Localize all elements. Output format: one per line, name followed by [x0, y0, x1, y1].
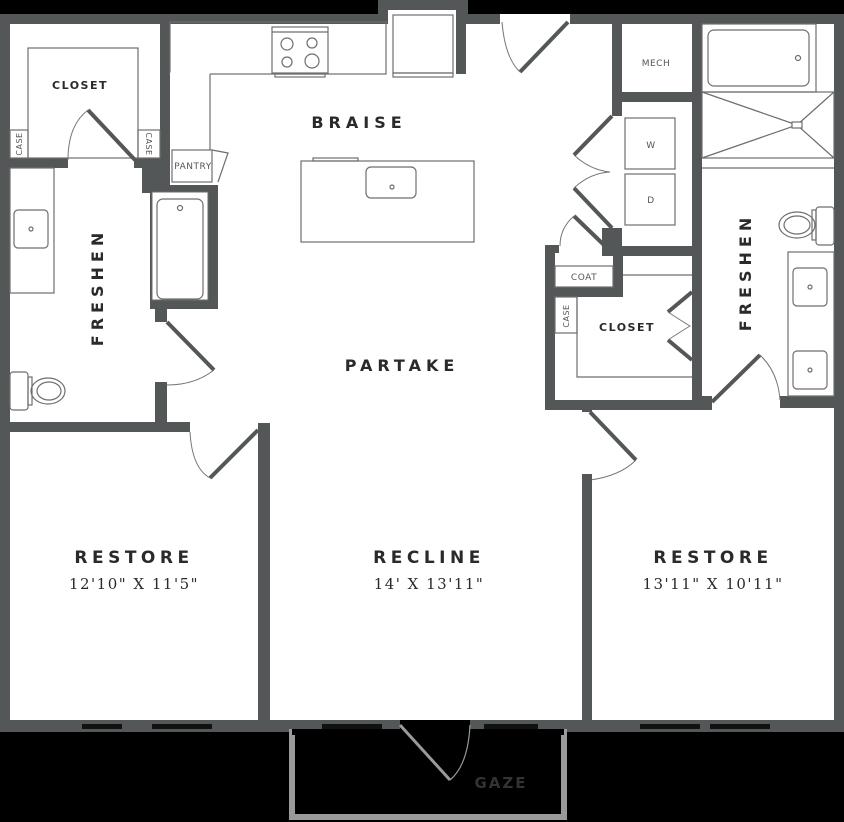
bedroom-right-dimensions: 13'11" X 10'11": [642, 575, 783, 593]
closet-left-door[interactable]: [86, 108, 137, 162]
right-bedroom-wall: [582, 408, 592, 723]
left-bedroom-wall: [258, 423, 270, 723]
washer-label: W: [646, 141, 655, 151]
right-sink-2: [792, 350, 828, 390]
right-closet-walls: [545, 230, 712, 410]
bedroom-left-dimensions: 12'10" X 11'5": [69, 575, 199, 593]
right-bath-door[interactable]: [710, 353, 762, 404]
stove: [271, 26, 329, 78]
living-label: RECLINE: [373, 548, 485, 568]
case-left-2: [137, 129, 161, 159]
left-bathtub: [150, 185, 218, 309]
kitchen-island: [300, 157, 475, 243]
washer: [624, 117, 676, 170]
dryer-label: D: [647, 196, 654, 206]
refrigerator: [392, 14, 454, 78]
shower: [701, 91, 835, 169]
left-sink: [13, 209, 49, 249]
closet-shelf: [27, 47, 139, 159]
pantry-label: PANTRY: [174, 162, 211, 172]
left-bedroom-top-wall: [8, 422, 190, 432]
balcony: [289, 723, 567, 820]
coat-closet-door[interactable]: [572, 214, 606, 247]
coat-closet: [554, 265, 614, 288]
windows: [82, 724, 770, 729]
dining-label: PARTAKE: [345, 356, 460, 375]
right-vanity: [787, 251, 835, 397]
right-sink-1: [792, 267, 828, 307]
bath-left-label: FRESHEN: [88, 228, 107, 346]
case-left-1-label: CASE: [15, 132, 24, 155]
right-closet-door-2[interactable]: [666, 338, 694, 362]
left-vanity: [9, 167, 55, 294]
island-sink: [365, 166, 417, 199]
laundry-door-1[interactable]: [572, 114, 614, 157]
right-toilet: [778, 206, 835, 246]
bedroom-right-label: RESTORE: [653, 548, 772, 568]
mech-label: MECH: [642, 59, 671, 69]
living-dimensions: 14' X 13'11": [374, 575, 485, 593]
closet-right-label: CLOSET: [599, 321, 655, 334]
right-closet-door-1[interactable]: [666, 290, 694, 314]
bedroom-left-door[interactable]: [208, 428, 260, 480]
entry-door[interactable]: [518, 20, 570, 74]
closet-left-label: CLOSET: [52, 79, 108, 92]
laundry-door-2[interactable]: [572, 186, 614, 230]
bedroom-left-label: RESTORE: [74, 548, 193, 568]
case-left-1: [9, 129, 29, 159]
kitchen-label: BRAISE: [311, 113, 406, 132]
bath-right-label: FRESHEN: [736, 213, 755, 331]
left-toilet: [9, 371, 66, 411]
bedroom-right-door[interactable]: [588, 410, 638, 462]
case-right-label: CASE: [562, 304, 571, 327]
pantry: [171, 149, 213, 183]
balcony-label: GAZE: [474, 774, 527, 792]
dryer: [624, 173, 676, 226]
coat-label: COAT: [571, 273, 597, 283]
case-left-2-label: CASE: [144, 132, 153, 155]
